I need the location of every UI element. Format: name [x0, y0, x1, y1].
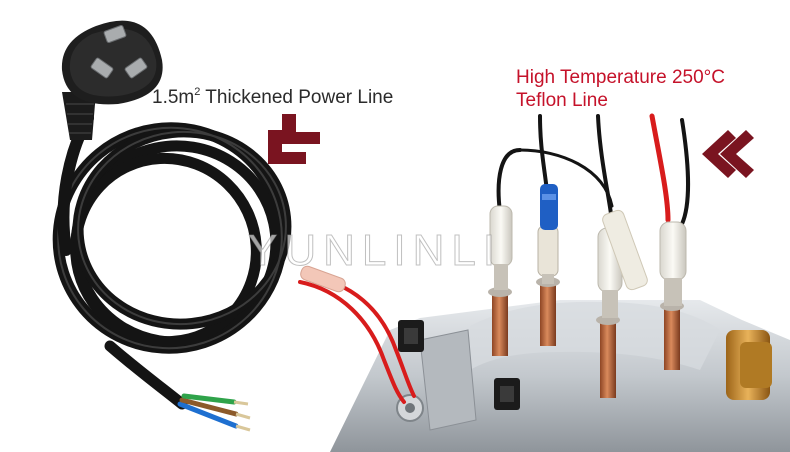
teflon-label-line-1: High Temperature 250°C: [516, 67, 725, 88]
power-line-superscript: 2: [194, 86, 201, 98]
power-line-prefix: 1.5m: [152, 87, 195, 108]
teflon-line-label: High Temperature 250°C Teflon Line: [516, 66, 725, 112]
arrow-left-icon: [268, 114, 320, 164]
power-line-label: 1.5m2 Thickened Power Line: [152, 86, 393, 109]
teflon-wires: [496, 113, 690, 226]
wire-connectors: [489, 184, 687, 318]
power-line-suffix: Thickened Power Line: [200, 87, 394, 108]
thermostat-wires: [298, 265, 416, 404]
heater-element: [330, 300, 790, 452]
brand-watermark: YUNLINLI: [247, 226, 503, 276]
arrow-right-icon: [702, 130, 754, 178]
power-cord: [52, 20, 292, 432]
teflon-label-line-2: Teflon Line: [516, 90, 608, 111]
